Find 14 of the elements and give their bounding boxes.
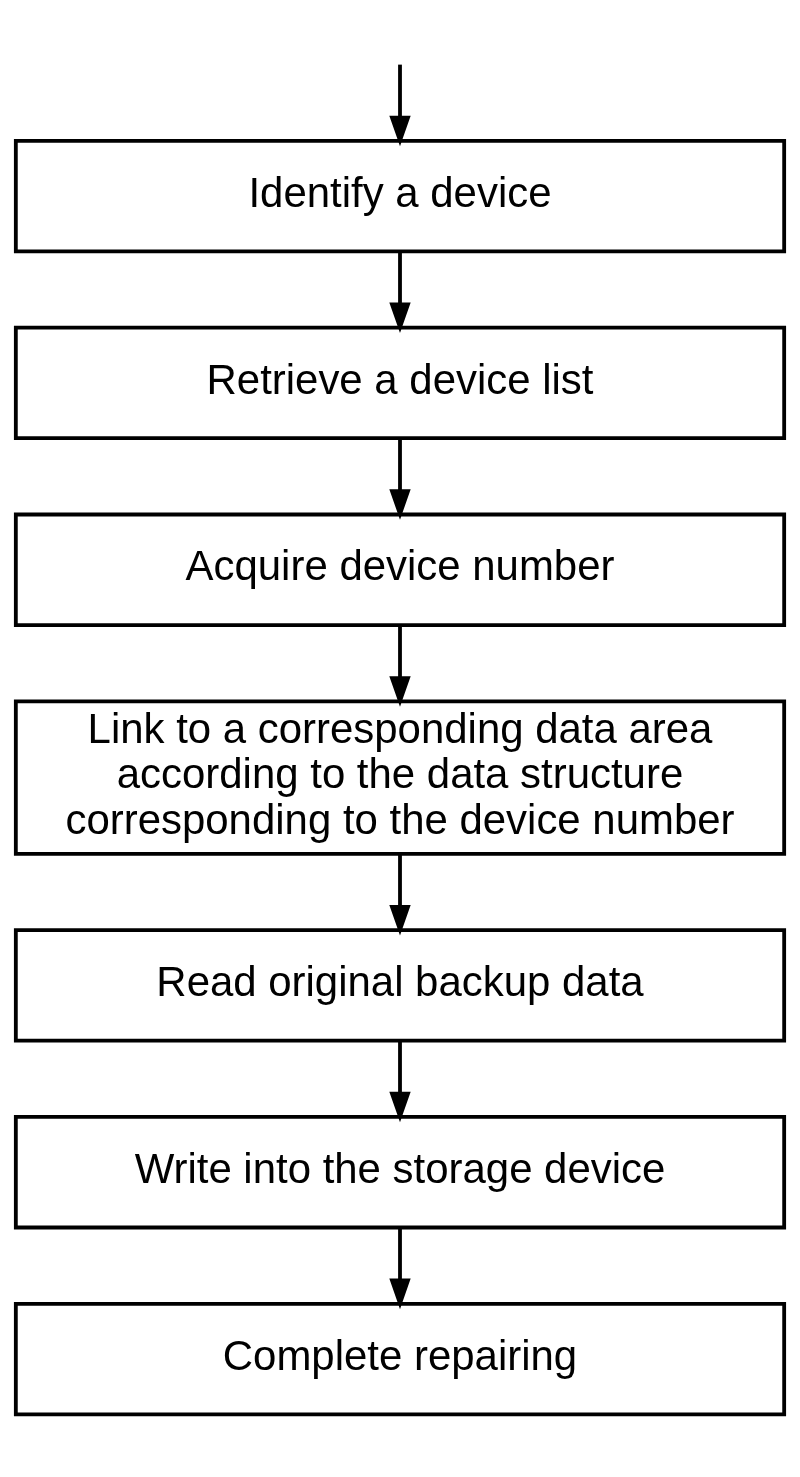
node-box: Retrieve a device list: [13, 325, 787, 441]
arrow: [389, 1040, 411, 1123]
arrow: [389, 625, 411, 707]
node-box: Complete repairing: [13, 1301, 787, 1417]
arrow: [389, 64, 411, 147]
node-box: Acquire device number: [13, 512, 787, 627]
arrow: [389, 1227, 411, 1310]
node-box: Link to a corresponding data area according to the data structure corresponding to the device number: [13, 699, 787, 856]
arrow: [389, 438, 411, 520]
arrow: [389, 251, 411, 333]
arrow: [389, 854, 411, 936]
node-box: Write into the storage device: [13, 1115, 787, 1230]
node-box: Identify a device: [13, 138, 787, 254]
node-box: Read original backup data: [13, 928, 787, 1043]
